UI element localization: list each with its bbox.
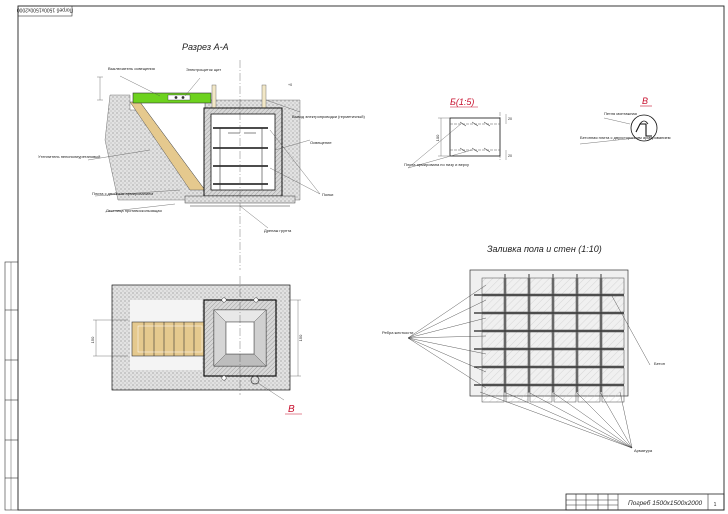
fill-label-armature: Арматура (634, 448, 653, 453)
grid-cell (481, 313, 505, 331)
fill-label-concrete: Бетон (654, 361, 665, 366)
sheet-frame (17, 5, 725, 511)
grid-cell (529, 331, 553, 349)
shelves (213, 127, 268, 190)
grid-cell (601, 385, 625, 403)
grid-cell (481, 277, 505, 295)
grid-cell (505, 313, 529, 331)
grid-cell (529, 295, 553, 313)
grid-cell (529, 385, 553, 403)
fill-grid-cells (474, 274, 625, 403)
plan-stairs (131, 321, 205, 357)
label-lighting: Освещение (310, 140, 332, 145)
grid-cell (577, 277, 601, 295)
grid-cell (505, 277, 529, 295)
label-drain: Дренаж грунта (264, 228, 292, 233)
top-stamp-text: Погреб 1500х1500х2000 (17, 7, 74, 13)
grid-cell (553, 331, 577, 349)
plan-view: 150 150 В (90, 276, 303, 415)
plan-dim-left: 150 (90, 336, 95, 343)
section-aa-title: Разрез А-А (182, 42, 229, 52)
detail-b-dim1: 100 (435, 134, 440, 141)
fill-leaders (407, 284, 651, 449)
label-slab: Плита с двойным армированием (92, 191, 153, 196)
title-block-sheet: 1 (714, 502, 717, 508)
grid-cell (577, 349, 601, 367)
grid-cell (601, 349, 625, 367)
title-block-name: Погреб 1500х1500х2000 (628, 499, 702, 507)
detail-b-dim2: 20 (508, 117, 512, 121)
fill-label-rebar: Ребра жесткости (382, 330, 413, 335)
grid-cell (577, 367, 601, 385)
label-shelves: Полки (322, 192, 333, 197)
label-vent: Вывод электропроводки (герметичный) (292, 114, 366, 119)
grid-cell (505, 385, 529, 403)
fill-grid-section: Заливка пола и стен (1:10) Ребра жесткос… (382, 244, 665, 453)
grid-cell (529, 313, 553, 331)
grid-cell (553, 277, 577, 295)
fill-title: Заливка пола и стен (1:10) (487, 244, 602, 254)
grid-cell (529, 367, 553, 385)
grid-cell (505, 331, 529, 349)
grid-cell (505, 295, 529, 313)
grid-cell (481, 385, 505, 403)
grid-cell (553, 313, 577, 331)
grid-cell (481, 349, 505, 367)
grid-cell (577, 331, 601, 349)
grid-cell (601, 277, 625, 295)
plan-dim-right: 150 (298, 334, 303, 341)
grid-cell (529, 277, 553, 295)
detail-b-title: Б(1:5) (450, 97, 474, 107)
grid-cell (601, 331, 625, 349)
label-switch: Выключатель освещения (108, 66, 155, 71)
grid-cell (505, 367, 529, 385)
top-stamp: Погреб 1500х1500х2000 (17, 5, 74, 17)
grid-cell (481, 295, 505, 313)
label-insulation: Утеплитель пенополиуретановый (38, 154, 100, 159)
leaders-aa (87, 75, 321, 229)
grid-cell (577, 295, 601, 313)
grid-cell (553, 349, 577, 367)
grid-cell (505, 349, 529, 367)
grid-cell (529, 349, 553, 367)
label-vent-top: +0 (288, 83, 292, 87)
grid-cell (601, 295, 625, 313)
detail-v-label-bottom: Бетонная плита с двухсторонним армирован… (580, 135, 671, 140)
label-panel: Электрощиток щит (186, 67, 221, 72)
plan-label-v: В (288, 404, 295, 415)
label-ladder: Лестница противоскользящая (106, 208, 162, 213)
detail-b: Б(1:5) 100 20 20 Плита армирована по низ… (404, 97, 512, 169)
grid-cell (601, 367, 625, 385)
grid-cell (553, 385, 577, 403)
section-aa: Разрез А-А (38, 42, 366, 270)
grid-cell (481, 367, 505, 385)
grid-cell (577, 313, 601, 331)
grid-cell (481, 331, 505, 349)
grid-cell (601, 313, 625, 331)
detail-b-dim3: 20 (508, 154, 512, 158)
detail-v-label-top: Петля монтажная (604, 111, 637, 116)
detail-b-label: Плита армирована по низу и верху (404, 162, 469, 167)
grid-cell (577, 385, 601, 403)
title-block: Погреб 1500х1500х2000 1 (565, 493, 725, 511)
plan-detail-v-marker (250, 375, 260, 385)
detail-v-title: В (642, 96, 648, 106)
detail-v: В Петля монтажная Бетонная плита с двухс… (579, 96, 671, 145)
binding-strip (4, 261, 19, 511)
grid-cell (553, 295, 577, 313)
grid-cell (553, 367, 577, 385)
